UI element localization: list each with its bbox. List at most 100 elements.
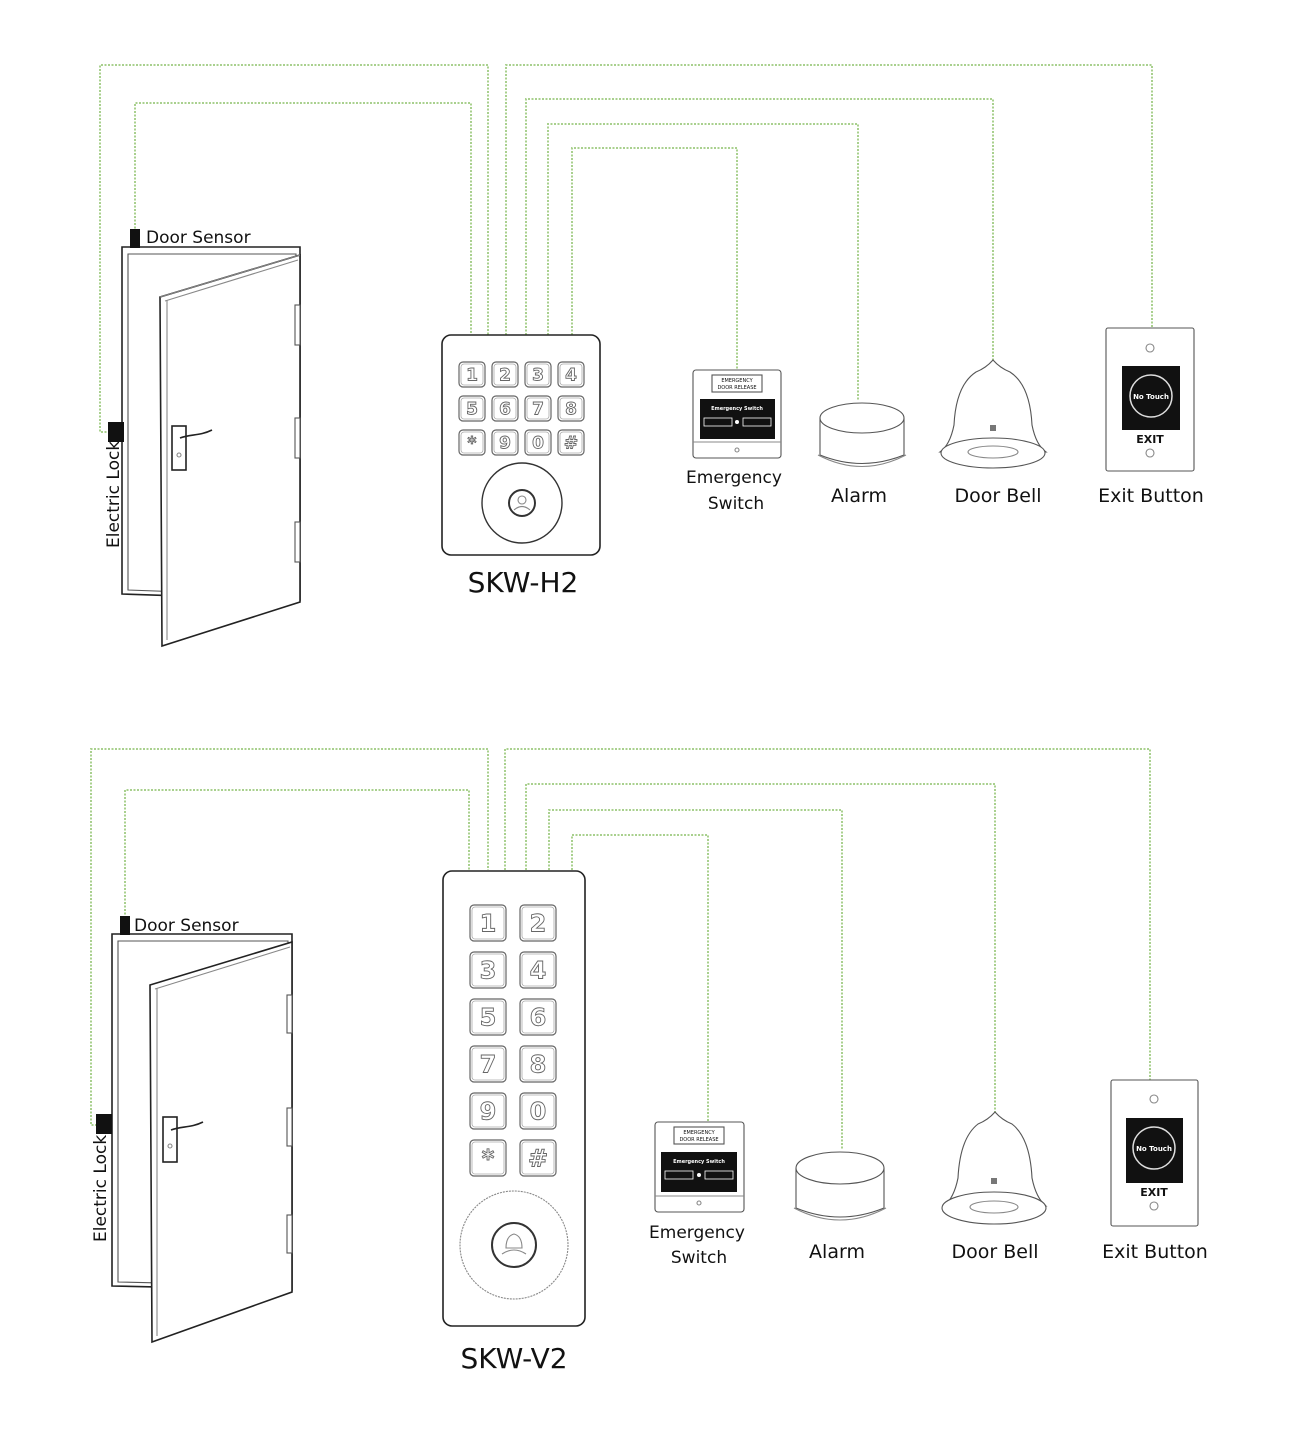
key-6[interactable]: 6 [491, 395, 519, 422]
key-label: 4 [530, 957, 547, 985]
key-label: 5 [480, 1004, 497, 1032]
key-4[interactable]: 4 [557, 361, 585, 388]
electric-lock-icon [108, 422, 124, 442]
controller-skw-h2: 1 2 3 4 5 6 7 8 * 9 0 # SKW-H2 [441, 334, 601, 599]
key-hash[interactable]: # [519, 1139, 557, 1177]
door-handle-icon [162, 1116, 204, 1163]
wire-exit-button [504, 748, 1151, 1080]
key-9[interactable]: 9 [491, 429, 519, 456]
door-bell-top: Door Bell [938, 359, 1048, 507]
fingerprint-icon [513, 495, 531, 511]
exit-button-top: No Touch EXIT Exit Button [1098, 327, 1204, 507]
svg-text:Switch: Switch [708, 494, 764, 514]
key-7[interactable]: 7 [524, 395, 552, 422]
key-label: 6 [530, 1004, 547, 1032]
key-9[interactable]: 9 [469, 1092, 507, 1130]
key-5[interactable]: 5 [458, 395, 486, 422]
key-label: 9 [480, 1098, 497, 1126]
svg-text:No Touch: No Touch [1133, 393, 1169, 401]
svg-text:Emergency Switch: Emergency Switch [711, 406, 763, 412]
key-0[interactable]: 0 [519, 1092, 557, 1130]
controller-body [442, 870, 586, 1327]
alarm-icon [793, 1151, 887, 1221]
key-label: 2 [530, 910, 547, 938]
electric-lock-icon [96, 1114, 112, 1134]
key-label: 6 [499, 400, 511, 420]
no-touch-button[interactable] [1129, 374, 1173, 418]
svg-text:Emergency Switch: Emergency Switch [673, 1159, 725, 1165]
alarm-icon [817, 402, 907, 468]
key-label: 8 [565, 400, 577, 420]
svg-text:DOOR RELEASE: DOOR RELEASE [717, 385, 756, 391]
no-touch-button[interactable] [1132, 1126, 1176, 1170]
key-2[interactable]: 2 [491, 361, 519, 388]
key-label: * [482, 1145, 495, 1173]
key-label: 3 [532, 366, 544, 386]
exit-button-label: Exit Button [1102, 1241, 1208, 1263]
key-6[interactable]: 6 [519, 998, 557, 1036]
controller-model-label: SKW-H2 [468, 566, 579, 599]
emergency-switch-label: Emergency [686, 468, 782, 488]
exit-button-bottom: No Touch EXIT Exit Button [1102, 1079, 1208, 1263]
svg-text:EMERGENCY: EMERGENCY [721, 378, 753, 384]
key-star[interactable]: * [458, 429, 486, 456]
key-1[interactable]: 1 [458, 361, 486, 388]
door-top: Door Sensor Electric Lock [104, 228, 301, 648]
door-bottom: Door Sensor Electric Lock [91, 916, 293, 1344]
door-bell-label: Door Bell [951, 1241, 1038, 1263]
door-handle-icon [171, 425, 213, 471]
key-label: 7 [480, 1051, 497, 1079]
alarm-label: Alarm [809, 1241, 865, 1263]
key-label: 1 [466, 366, 478, 386]
card-reader-ring [481, 462, 563, 544]
key-8[interactable]: 8 [519, 1045, 557, 1083]
key-label: 0 [530, 1098, 547, 1126]
alarm-label: Alarm [831, 485, 887, 507]
wires-top [99, 64, 1153, 433]
svg-text:No Touch: No Touch [1136, 1145, 1172, 1153]
card-reader-ring [459, 1190, 569, 1300]
svg-text:DOOR RELEASE: DOOR RELEASE [679, 1137, 718, 1143]
door-leaf [149, 940, 293, 1344]
door-bell-label: Door Bell [954, 485, 1041, 507]
electric-lock-label: Electric Lock [91, 1135, 111, 1242]
key-3[interactable]: 3 [524, 361, 552, 388]
key-label: 2 [499, 366, 511, 386]
svg-text:EXIT: EXIT [1140, 1186, 1168, 1199]
exit-button-label: Exit Button [1098, 485, 1204, 507]
key-hash[interactable]: # [557, 429, 585, 456]
svg-text:EMERGENCY: EMERGENCY [683, 1130, 715, 1136]
key-label: # [564, 434, 578, 454]
key-label: 7 [532, 400, 544, 420]
key-label: 9 [499, 434, 511, 454]
door-sensor-label: Door Sensor [134, 916, 239, 936]
door-sensor-icon [120, 916, 130, 935]
wire-exit-button [505, 64, 1153, 335]
wire-alarm [548, 809, 843, 1150]
key-5[interactable]: 5 [469, 998, 507, 1036]
key-1[interactable]: 1 [469, 904, 507, 942]
key-0[interactable]: 0 [524, 429, 552, 456]
emergency-switch-bottom: EMERGENCY DOOR RELEASE Emergency Switch … [649, 1121, 745, 1268]
wire-emergency-switch [571, 834, 709, 1122]
key-star[interactable]: * [469, 1139, 507, 1177]
bell-icon [938, 359, 1048, 469]
wire-door-sensor [134, 102, 472, 335]
key-7[interactable]: 7 [469, 1045, 507, 1083]
key-label: 4 [565, 366, 577, 386]
key-4[interactable]: 4 [519, 951, 557, 989]
key-3[interactable]: 3 [469, 951, 507, 989]
key-8[interactable]: 8 [557, 395, 585, 422]
svg-text:Switch: Switch [671, 1248, 727, 1268]
emergency-switch-label: Emergency [649, 1223, 745, 1243]
controller-model-label: SKW-V2 [460, 1342, 567, 1375]
key-label: 0 [532, 434, 544, 454]
fingerprint-icon [501, 1233, 527, 1255]
key-2[interactable]: 2 [519, 904, 557, 942]
key-label: 5 [466, 400, 478, 420]
key-label: * [468, 434, 477, 454]
door-sensor-label: Door Sensor [146, 228, 251, 248]
